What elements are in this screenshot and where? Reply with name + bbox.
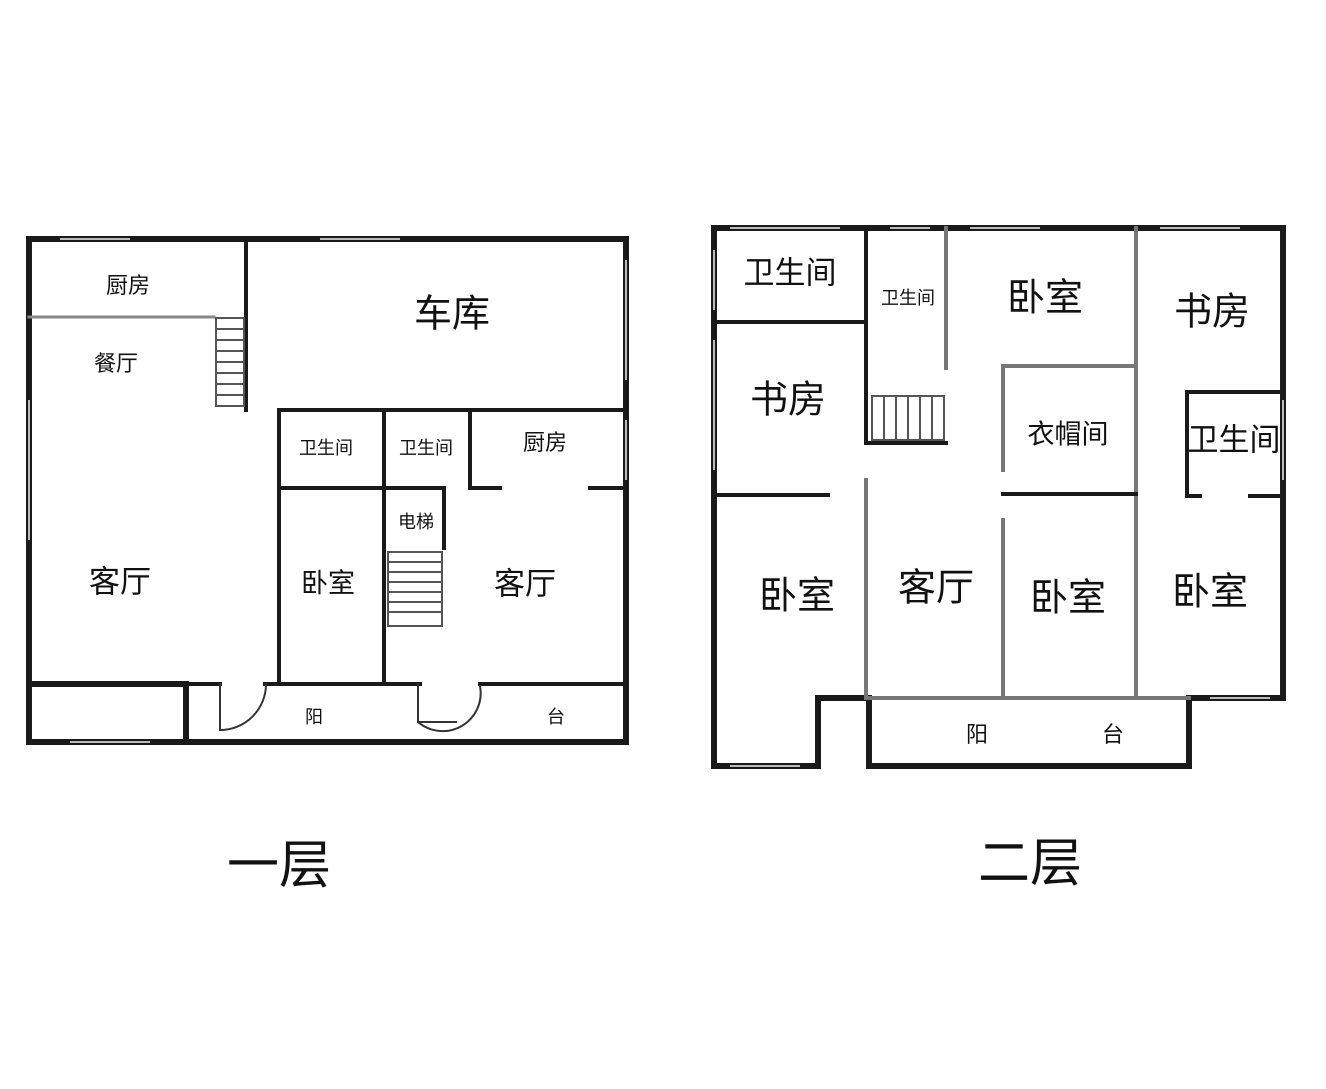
room-label-living-room: 客厅 [89,565,151,601]
room-label-walk-in-closet: 衣帽间 [1028,420,1109,451]
floor-2-plan: 卫生间 卫生间 卧室 书房 书房 衣帽间 卫生间 卧室 客厅 卧室 卧室 阳 台… [711,225,1286,894]
floor-2-staircase [871,395,945,441]
balcony-label-part-2: 台 [547,707,565,728]
floor-1-plan: 厨房 餐厅 车库 卫生间 卫生间 厨房 电梯 客厅 卧室 客厅 阳 台 一层 [26,236,629,896]
floor-1-staircase-center [387,551,443,627]
room-label-living-room: 客厅 [898,566,974,610]
room-label-dining: 餐厅 [94,352,138,377]
floor-1-balcony-doors [218,682,482,733]
room-label-living-room: 客厅 [494,567,556,603]
room-label-kitchen: 厨房 [523,431,567,456]
floor-2-interior-walls [712,226,1285,700]
floor-1-interior-walls [27,237,628,686]
room-label-elevator: 电梯 [398,512,434,533]
room-label-garage: 车库 [414,292,490,336]
room-label-study: 书房 [1174,290,1250,334]
room-label-bedroom: 卧室 [301,569,355,600]
room-label-bathroom: 卫生间 [399,438,453,459]
balcony-label-part-2: 台 [1102,723,1124,748]
room-label-bathroom: 卫生间 [299,438,353,459]
floor-1-exterior-walls [26,236,629,745]
room-label-kitchen: 厨房 [106,274,150,299]
room-label-bathroom: 卫生间 [744,256,837,292]
balcony-label-part-1: 阳 [305,707,323,728]
room-label-bedroom: 卧室 [759,574,835,618]
room-label-bedroom: 卧室 [1007,276,1083,320]
room-label-bedroom: 卧室 [1172,570,1248,614]
room-label-bathroom: 卫生间 [881,288,935,309]
room-label-study: 书房 [750,378,826,422]
floor-2-title: 二层 [978,834,1082,894]
floor-1-staircase-dining [215,317,245,407]
floor-1-windows [28,238,627,743]
balcony-label-part-1: 阳 [966,723,988,748]
floor-1-title: 一层 [227,836,331,896]
room-label-bathroom: 卫生间 [1188,423,1281,459]
room-label-bedroom: 卧室 [1030,576,1106,620]
